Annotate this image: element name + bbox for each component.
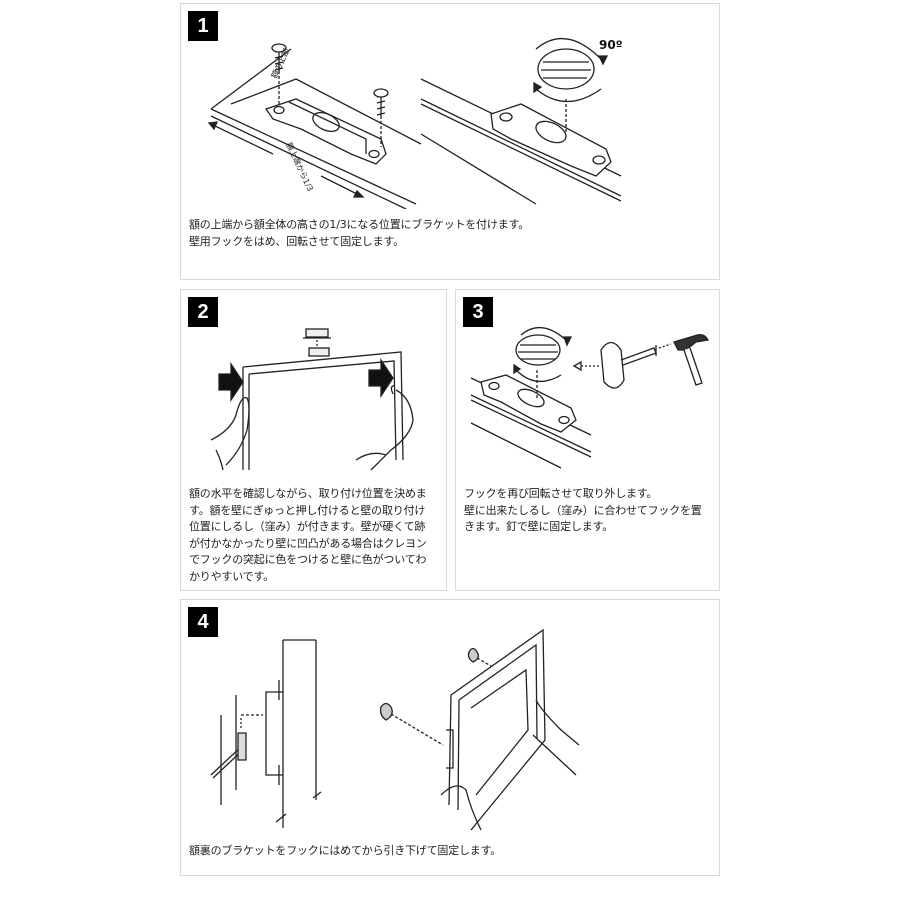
bracket-mounting-illustration: 額の上部 額上端から1/3 90º — [207, 37, 623, 209]
step-1-panel: 1 — [180, 3, 720, 280]
step-3-caption: フックを再び回転させて取り外します。 壁に出来たしるし（窪み）に合わせてフックを… — [464, 487, 702, 533]
frame-hanging-illustration — [210, 628, 580, 831]
step-2-caption: 額の水平を確認しながら、取り付け位置を決めま す。額を壁にぎゅっと押し付けると壁… — [189, 487, 427, 583]
step-1-caption: 額の上端から額全体の高さの1/3になる位置にブラケットを付けます。 壁用フックを… — [189, 218, 530, 248]
step-2-panel: 2 額の水平を確認しながら、取り付け位置を決めま す。額を壁に — [180, 289, 447, 591]
hook-nailing-illustration — [470, 327, 709, 469]
step-4-caption: 額裏のブラケットをフックにはめてから引き下げて固定します。 — [189, 844, 502, 857]
step-4-panel: 4 — [180, 599, 720, 876]
step-number-badge: 1 — [188, 11, 218, 41]
step-number-badge: 2 — [188, 297, 218, 327]
one-third-label: 額上端から1/3 — [284, 141, 315, 193]
step-number-badge: 4 — [188, 607, 218, 637]
step-number-badge: 3 — [463, 297, 493, 327]
frame-positioning-illustration — [210, 328, 414, 471]
rotation-angle-label: 90º — [599, 38, 623, 52]
step-3-panel: 3 — [455, 289, 720, 591]
